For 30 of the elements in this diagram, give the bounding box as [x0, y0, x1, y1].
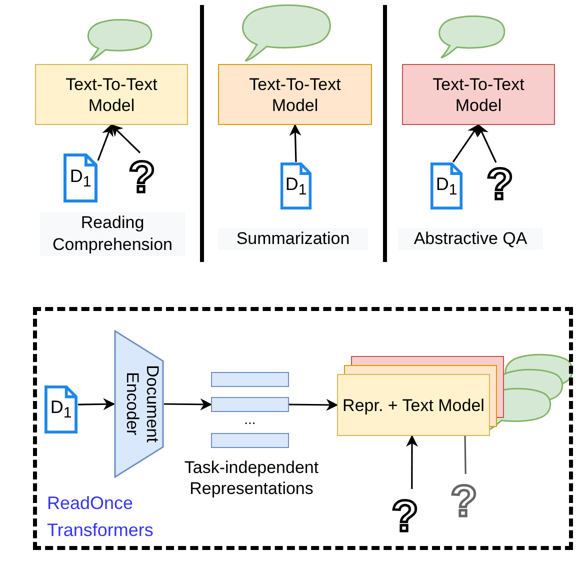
representation-bar [211, 372, 289, 387]
question-mark: ? [448, 474, 480, 529]
model-box: Text-To-Text Model [218, 64, 372, 125]
arrow [110, 124, 141, 154]
arrow [78, 398, 116, 410]
representation-caption: Task-independent Representations [183, 457, 320, 499]
arrow [452, 124, 480, 162]
model-box: Text-To-Text Model [35, 64, 188, 125]
arrow [289, 124, 302, 162]
question-mark: ? [122, 150, 162, 205]
stacked-model-cards [337, 356, 504, 436]
model-label: Repr. + Text Model [342, 394, 484, 416]
arrow [97, 124, 114, 161]
arrow [406, 434, 418, 489]
encoder-trapezoid: Document Encoder [114, 330, 164, 478]
arrow [478, 124, 497, 163]
ellipsis: ... [243, 411, 257, 427]
representation-bar [211, 433, 289, 448]
task-caption: Reading Comprehension [40, 212, 185, 256]
representation-bar [211, 397, 289, 412]
dashed-frame [33, 307, 573, 550]
frame-title: ReadOnce Transformers [47, 492, 154, 542]
arrow [164, 398, 212, 410]
connector-line [464, 436, 466, 474]
task-caption: Abstractive QA [398, 228, 543, 250]
model-box: Text-To-Text Model [402, 64, 555, 125]
task-caption: Summarization [218, 228, 368, 250]
question-mark: ? [480, 160, 520, 210]
question-mark: ? [390, 489, 420, 544]
arrow [289, 398, 338, 411]
